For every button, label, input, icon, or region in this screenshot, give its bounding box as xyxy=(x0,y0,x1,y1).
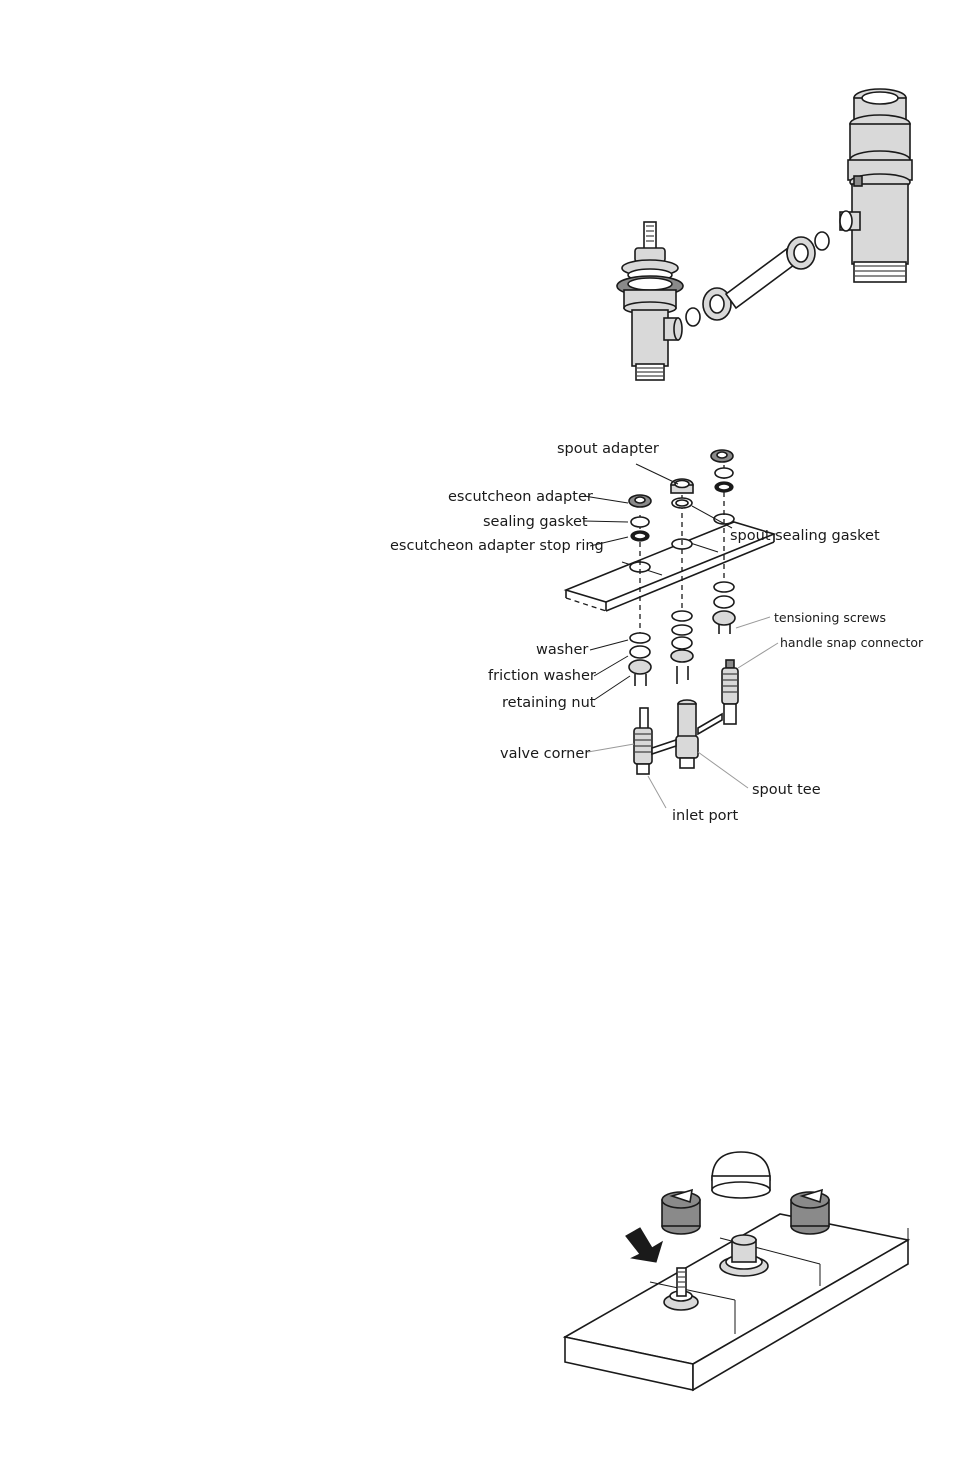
sealing-gasket-left xyxy=(630,516,650,528)
label-retaining-nut: retaining nut xyxy=(502,695,596,711)
compression-nut-right xyxy=(786,231,830,270)
deck-plate-bottom xyxy=(562,1213,911,1392)
down-arrow-icon xyxy=(625,1227,664,1263)
label-sealing-gasket: sealing gasket xyxy=(483,514,588,530)
label-friction-washer: friction washer xyxy=(488,668,596,684)
handle-cap-left xyxy=(661,1188,701,1235)
label-spout-sealing-gasket: spout sealing gasket xyxy=(730,528,880,544)
label-inlet-port: inlet port xyxy=(672,808,738,824)
washer-left xyxy=(629,632,651,644)
label-spout-tee: spout tee xyxy=(752,782,821,798)
label-tensioning-screws: tensioning screws xyxy=(774,610,886,625)
tube-left xyxy=(651,738,677,756)
spout-tee-part xyxy=(675,699,699,769)
compression-nut-left xyxy=(685,287,732,327)
valve-corner-part xyxy=(633,707,653,775)
label-washer: washer xyxy=(536,642,588,658)
leader-handle-snap-connector xyxy=(737,642,779,669)
leader-spout-adapter xyxy=(635,463,679,485)
leader-stop-ring xyxy=(589,536,629,547)
label-escutcheon-adapter: escutcheon adapter xyxy=(448,489,593,505)
leader-valve-corner xyxy=(587,743,635,753)
leader-escutcheon-adapter xyxy=(583,495,629,504)
label-escutcheon-adapter-stop-ring: escutcheon adapter stop ring xyxy=(390,538,604,554)
leader-retaining-nut xyxy=(593,675,631,701)
valve-body-left xyxy=(616,221,684,381)
handle-cap-right xyxy=(790,1188,830,1235)
label-spout-adapter: spout adapter xyxy=(557,441,659,457)
retaining-nut-left xyxy=(628,659,652,675)
leader-sealing-gasket xyxy=(583,520,629,523)
leader-friction-washer xyxy=(593,655,629,677)
escutcheon-adapter-right xyxy=(710,449,734,463)
leader-spout-sealing-gasket xyxy=(691,505,733,529)
leader-spout-tee xyxy=(697,751,749,789)
spout-adapter-part xyxy=(670,478,694,509)
sealing-gasket-right xyxy=(714,467,734,479)
leader-washer xyxy=(589,639,629,651)
valve-right-part xyxy=(721,659,739,725)
spout-adapter-bottom xyxy=(719,1234,769,1277)
figure-deck-installation xyxy=(562,1151,911,1392)
tube-right xyxy=(697,712,723,736)
label-valve-corner: valve corner xyxy=(500,746,590,762)
figure-valve-pipe-connection xyxy=(616,88,913,381)
figure-exploded-view: spout adapter escutcheon adapter sealing… xyxy=(390,441,924,824)
leader-tensioning-screws xyxy=(735,616,771,629)
washer-right xyxy=(713,581,735,593)
spout-tee-large xyxy=(839,88,913,283)
valve-stem-bottom xyxy=(663,1267,699,1311)
spout-cap-dome xyxy=(711,1151,771,1199)
label-handle-snap-connector: handle snap connector xyxy=(780,635,924,650)
escutcheon-adapter-left xyxy=(628,494,652,508)
leader-inlet-port xyxy=(647,775,667,809)
washer-middle xyxy=(671,610,693,622)
friction-washer-left xyxy=(629,645,651,659)
